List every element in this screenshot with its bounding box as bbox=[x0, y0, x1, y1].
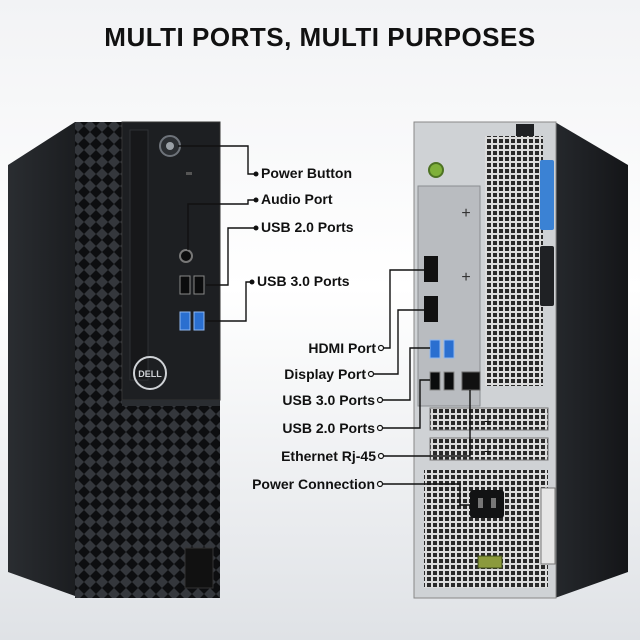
front-side-panel bbox=[8, 122, 75, 596]
front-leader-dots bbox=[249, 171, 259, 285]
label-usb2-rear: USB 2.0 Ports bbox=[282, 420, 375, 436]
ethernet-port-shape bbox=[461, 371, 481, 391]
power-pin-2 bbox=[491, 498, 496, 508]
rear-leader-lines bbox=[371, 269, 471, 506]
rear-tower: + + + + bbox=[413, 121, 628, 599]
label-power-connection: Power Connection bbox=[252, 476, 375, 492]
label-usb3-rear: USB 3.0 Ports bbox=[282, 392, 375, 408]
handle bbox=[540, 246, 554, 306]
drive-led bbox=[186, 172, 192, 175]
expansion-slot-2 bbox=[429, 437, 549, 461]
front-foot-panel bbox=[184, 547, 214, 589]
power-icon bbox=[166, 142, 174, 150]
usb2-rear-1 bbox=[429, 371, 441, 391]
power-connector-shape bbox=[470, 490, 504, 518]
usb2-rear-2 bbox=[443, 371, 455, 391]
dell-logo bbox=[133, 356, 167, 390]
label-usb3-front: USB 3.0 Ports bbox=[257, 273, 350, 289]
label-hdmi-port: HDMI Port bbox=[308, 340, 376, 356]
front-tower: DELL bbox=[8, 121, 221, 598]
rear-leader-dots bbox=[367, 344, 385, 488]
rear-top-vent bbox=[485, 136, 543, 386]
power-pin-1 bbox=[478, 498, 483, 508]
rear-side-slot bbox=[540, 487, 556, 565]
optical-drive-slot bbox=[129, 129, 149, 381]
usb3-rear-2 bbox=[443, 339, 455, 359]
usb2-front-1 bbox=[179, 275, 191, 295]
slot-screw-2: + bbox=[484, 443, 492, 459]
usb3-front-2 bbox=[193, 311, 205, 331]
label-display-port: Display Port bbox=[284, 366, 366, 382]
page-title: MULTI PORTS, MULTI PURPOSES bbox=[104, 22, 536, 52]
bezel-divider bbox=[122, 400, 220, 406]
screw-1: + bbox=[461, 205, 470, 222]
usb2-front-2 bbox=[193, 275, 205, 295]
hdmi-port-shape bbox=[424, 256, 438, 282]
expansion-slot-1 bbox=[429, 407, 549, 431]
audio-port-shape bbox=[179, 249, 193, 263]
blue-latch bbox=[540, 160, 554, 230]
screw-2: + bbox=[461, 269, 470, 286]
label-usb2-front: USB 2.0 Ports bbox=[261, 219, 354, 235]
label-power-button: Power Button bbox=[261, 165, 352, 181]
rear-side-panel bbox=[555, 122, 628, 598]
rear-bottom-vent bbox=[424, 470, 548, 588]
slot-screw-1: + bbox=[484, 413, 492, 429]
dell-logo-text: DELL bbox=[138, 369, 162, 379]
display-port-shape bbox=[424, 296, 438, 322]
psu-led bbox=[477, 555, 503, 569]
lock-slot bbox=[516, 124, 534, 136]
front-leader-lines bbox=[178, 145, 256, 322]
label-audio-port: Audio Port bbox=[261, 191, 333, 207]
rear-audio-port bbox=[428, 162, 444, 178]
usb3-front-1 bbox=[179, 311, 191, 331]
label-ethernet: Ethernet Rj-45 bbox=[281, 448, 376, 464]
usb3-rear-1 bbox=[429, 339, 441, 359]
